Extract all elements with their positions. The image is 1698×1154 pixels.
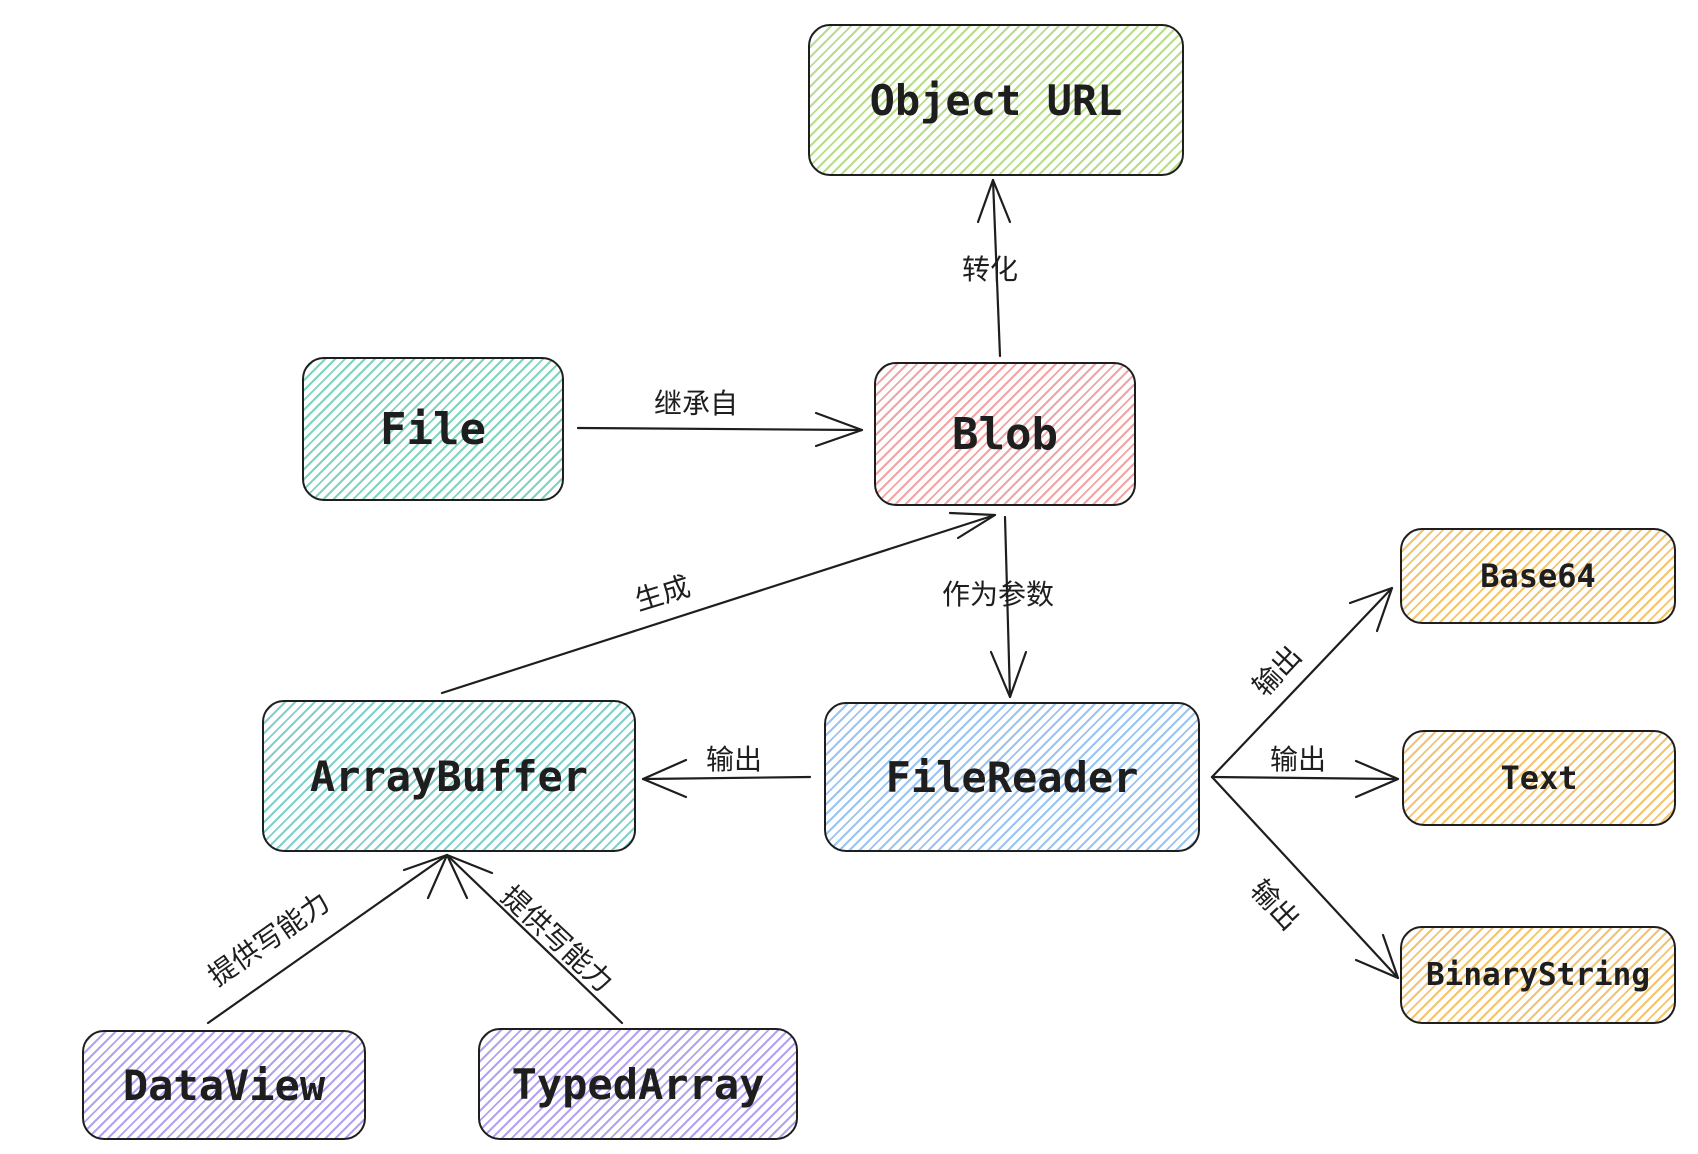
arrowhead-filereader xyxy=(989,650,1028,699)
arrowhead-arraybuffer-from-dataview xyxy=(402,853,449,900)
node-text-label: Text xyxy=(1500,759,1578,797)
node-dataview-label: DataView xyxy=(122,1060,326,1110)
edge-filereader-to-base64 xyxy=(1210,586,1394,779)
node-text: Text xyxy=(1402,730,1676,826)
arrowhead-blob-from-file xyxy=(814,411,864,448)
edge-filereader-to-binarystring xyxy=(1210,775,1400,980)
edge-blob-to-object-url xyxy=(991,178,1002,358)
edge-label-inherits: 继承自 xyxy=(654,387,739,420)
node-typedarray-label: TypedArray xyxy=(511,1059,765,1109)
node-binarystring: BinaryString xyxy=(1400,926,1676,1024)
node-dataview: DataView xyxy=(82,1030,366,1140)
node-arraybuffer-label: ArrayBuffer xyxy=(309,751,589,801)
node-file: File xyxy=(302,357,564,501)
edge-typedarray-to-arraybuffer xyxy=(445,853,624,1025)
arrowhead-object-url xyxy=(976,178,1012,224)
node-binarystring-label: BinaryString xyxy=(1426,957,1650,993)
node-typedarray: TypedArray xyxy=(478,1028,798,1140)
arrowhead-blob-from-arraybuffer xyxy=(948,511,997,540)
edge-arraybuffer-to-blob xyxy=(440,513,997,695)
node-base64: Base64 xyxy=(1400,528,1676,624)
edge-file-to-blob xyxy=(576,426,864,432)
arrowhead-arraybuffer xyxy=(641,758,688,799)
node-filereader-label: FileReader xyxy=(885,752,1139,802)
node-file-label: File xyxy=(380,403,486,455)
node-arraybuffer: ArrayBuffer xyxy=(262,700,636,852)
arrowhead-text xyxy=(1354,759,1400,799)
edge-label-as-param: 作为参数 xyxy=(942,578,1055,611)
edge-label-convert: 转化 xyxy=(962,253,1019,286)
node-object-url-label: Object URL xyxy=(869,75,1123,125)
edge-label-output-text: 输出 xyxy=(1270,743,1327,776)
arrowhead-base64 xyxy=(1348,586,1394,633)
arrowhead-binarystring xyxy=(1354,933,1400,980)
edge-label-output-arraybuffer: 输出 xyxy=(706,743,763,776)
node-object-url: Object URL xyxy=(808,24,1184,176)
node-base64-label: Base64 xyxy=(1480,557,1596,595)
arrowhead-arraybuffer-from-typedarray xyxy=(445,853,494,900)
node-blob-label: Blob xyxy=(952,408,1058,460)
edge-dataview-to-arraybuffer xyxy=(206,853,449,1025)
node-filereader: FileReader xyxy=(824,702,1200,852)
edge-blob-to-filereader xyxy=(1003,515,1012,699)
node-blob: Blob xyxy=(874,362,1136,506)
edge-filereader-to-arraybuffer xyxy=(641,775,812,781)
edge-filereader-to-text xyxy=(1210,775,1400,781)
